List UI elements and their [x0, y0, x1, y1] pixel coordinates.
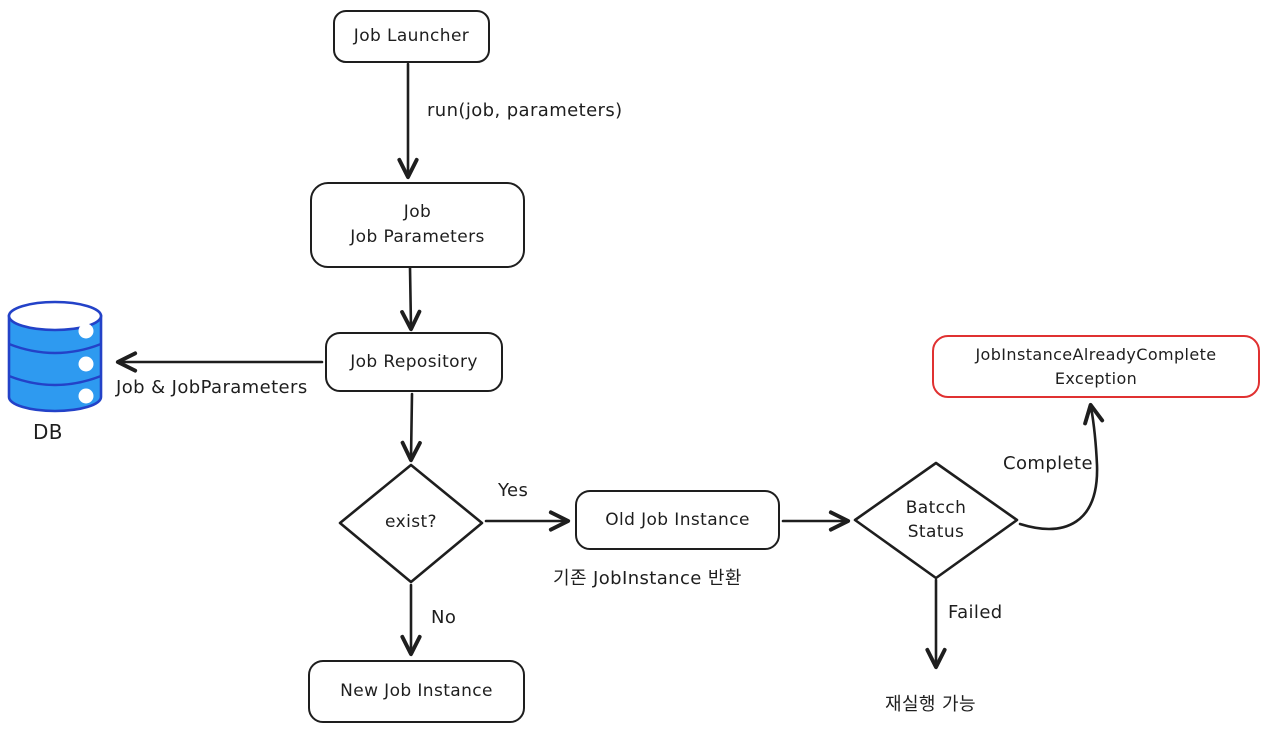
edge-jobparams-to-repository — [400, 266, 422, 332]
note-existing-instance-returned: 기존 JobInstance 반환 — [553, 568, 742, 589]
batch-status-line2: Status — [907, 522, 965, 542]
node-job-launcher-label: Job Launcher — [353, 26, 470, 47]
exist-decision-text: exist? — [385, 512, 437, 533]
node-exception: JobInstanceAlreadyComplete Exception — [932, 335, 1260, 398]
exist-decision-label: exist? — [351, 493, 471, 553]
edge-label-no: No — [431, 607, 457, 628]
database-label: DB — [33, 420, 63, 444]
edge-label-yes: Yes — [498, 480, 529, 501]
node-exception-line1: JobInstanceAlreadyComplete — [975, 345, 1217, 365]
node-exception-line2: Exception — [1054, 368, 1138, 388]
node-old-job-instance: Old Job Instance — [575, 490, 780, 550]
node-job-parameters-line1: Job — [403, 202, 432, 223]
note-rerunnable: 재실행 가능 — [885, 694, 976, 715]
node-old-job-instance-label: Old Job Instance — [605, 509, 750, 530]
node-new-job-instance: New Job Instance — [308, 660, 525, 723]
node-job-repository: Job Repository — [325, 332, 503, 392]
node-job-repository-label: Job Repository — [350, 351, 478, 372]
edge-label-job-and-parameters: Job & JobParameters — [116, 377, 308, 398]
node-job-parameters: Job Job Parameters — [310, 182, 525, 268]
exist-decision-diamond — [338, 463, 484, 584]
node-job-parameters-line2: Job Parameters — [350, 227, 485, 247]
edge-label-run: run(job, parameters) — [427, 100, 623, 121]
batch-status-label: Batcch Status — [876, 490, 996, 552]
edge-batchstatus-complete-to-exception — [1018, 402, 1105, 531]
edge-label-complete: Complete — [1003, 453, 1093, 474]
batch-status-diamond — [853, 461, 1019, 580]
edge-repository-to-exist — [400, 392, 422, 463]
node-job-launcher: Job Launcher — [333, 10, 490, 63]
edge-label-failed: Failed — [948, 602, 1003, 623]
node-new-job-instance-label: New Job Instance — [340, 681, 493, 702]
database-cylinder-icon — [7, 300, 103, 413]
batch-status-line1: Batcch — [905, 498, 967, 519]
